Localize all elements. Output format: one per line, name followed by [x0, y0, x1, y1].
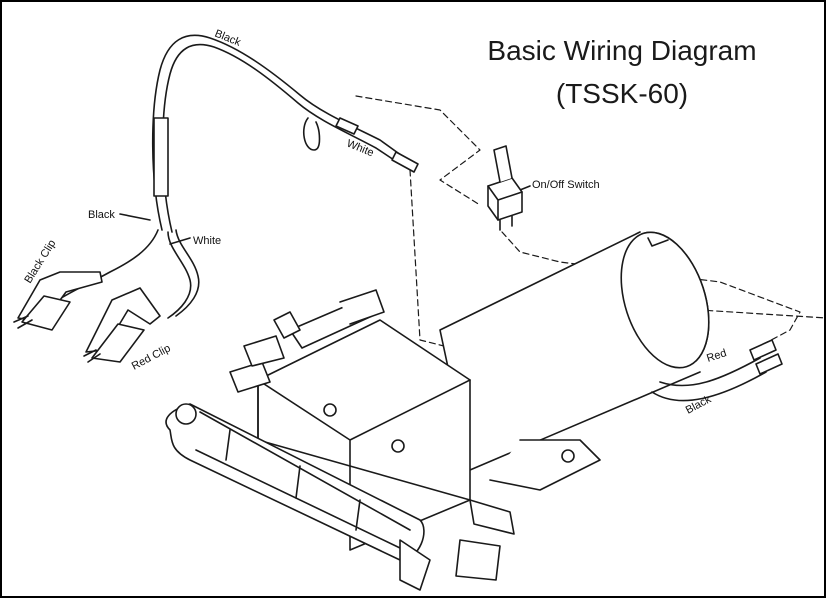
red-output-lead — [659, 357, 761, 387]
white-lead-connector — [391, 151, 419, 173]
inlet-fitting — [273, 289, 385, 349]
dashed-white-to-pump — [409, 169, 461, 351]
red-clip-cable — [167, 231, 192, 319]
mount-bolt — [561, 449, 575, 463]
diagram-subtitle: (TSSK-60) — [556, 78, 688, 109]
side-fitting — [229, 335, 285, 393]
leader-white-left — [169, 237, 191, 245]
lower-fitting — [455, 539, 501, 581]
harness-connector — [335, 117, 359, 135]
dashed-switch-to-red — [501, 231, 801, 347]
outlet-fitting — [469, 499, 515, 535]
dashed-harness-to-switch — [355, 95, 481, 206]
leader-black-left — [119, 213, 151, 221]
red-clip — [83, 287, 161, 363]
black-clip — [13, 271, 103, 331]
red-lead-terminal — [749, 339, 777, 361]
pump-head — [257, 319, 471, 551]
top-harness-cable-a — [151, 34, 406, 231]
on-off-switch — [487, 145, 523, 231]
bypass-hose — [165, 403, 431, 591]
black-output-lead — [651, 371, 767, 402]
label-switch: On/Off Switch — [532, 179, 600, 191]
black-clip-cable — [57, 229, 159, 301]
black-lead-terminal — [755, 353, 783, 375]
label-black-left: Black — [88, 209, 115, 221]
red-clip-cable-b — [175, 229, 200, 317]
cable-sleeve — [153, 117, 169, 197]
label-red-right: Red — [705, 347, 728, 365]
diagram-title: Basic Wiring Diagram — [487, 35, 756, 66]
label-white-left: White — [193, 235, 221, 247]
cable-loop — [302, 117, 321, 151]
